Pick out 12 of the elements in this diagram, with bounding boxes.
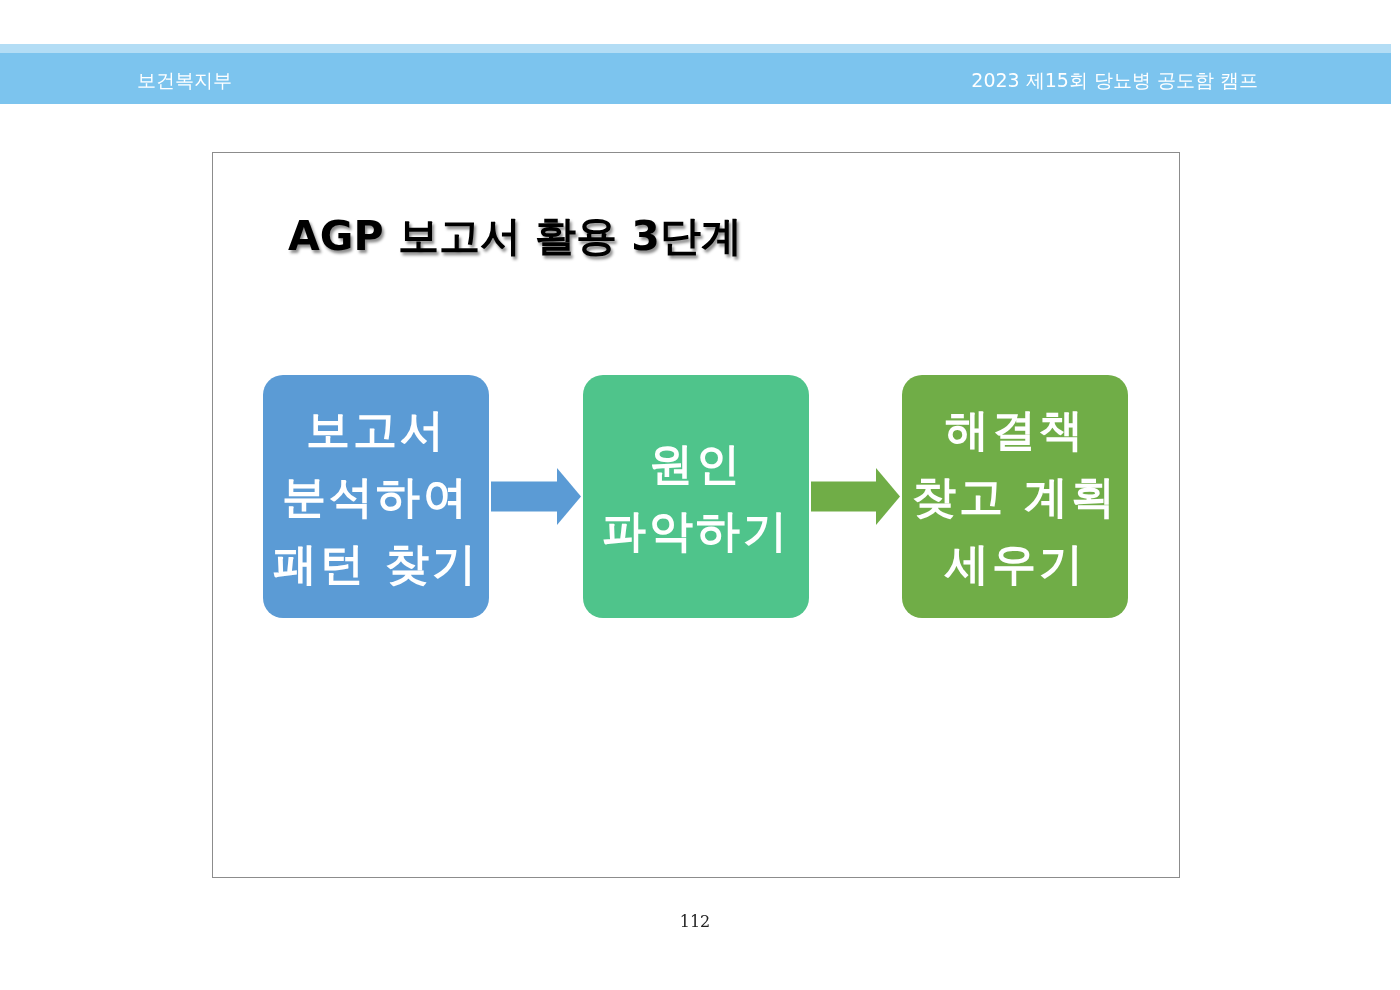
step-text: 원인 파악하기	[601, 436, 791, 558]
process-box	[902, 375, 1128, 618]
step-text: 보고서 분석하여 패턴 찾기	[271, 403, 481, 591]
header-text: 보건복지부	[137, 68, 232, 92]
slide-title: AGP 보고서 활용 3단계	[288, 211, 742, 261]
header-text: 2023 제15회 당뇨병 공도함 캠프	[971, 68, 1258, 92]
process-box	[583, 375, 809, 618]
arrow	[491, 468, 581, 525]
arrow	[811, 468, 900, 525]
process-box	[263, 375, 489, 618]
step-text: 해결책 찾고 계획 세우기	[910, 403, 1120, 591]
page-number: 112	[678, 912, 712, 932]
